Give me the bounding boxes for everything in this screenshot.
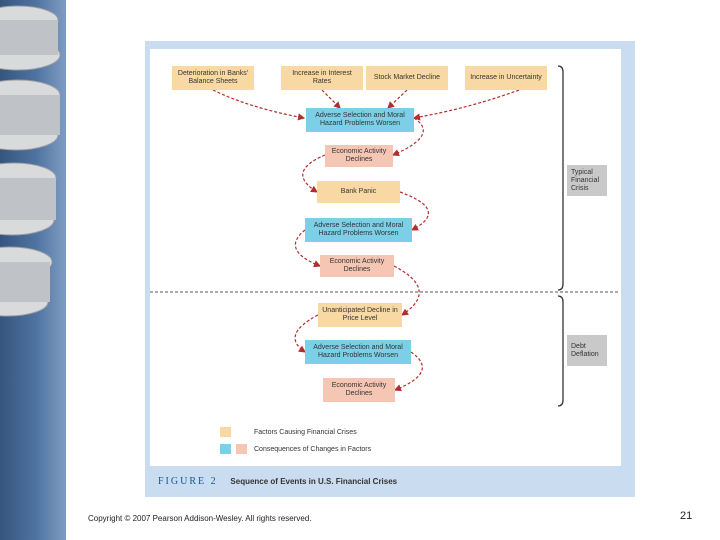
adverse-selection-box: Adverse Selection and Moral Hazard Probl… (305, 218, 412, 242)
arrow-adverse3-to-econ3 (393, 351, 423, 392)
coin-stack-image (0, 5, 61, 317)
factor-box: Increase in Uncertainty (465, 66, 547, 90)
arrow-factor2-to-adverse (321, 89, 341, 109)
factor-box: Increase in Interest Rates (281, 66, 363, 90)
copyright-text: Copyright © 2007 Pearson Addison-Wesley.… (88, 514, 312, 523)
arrow-factor1-to-adverse (212, 89, 306, 121)
adverse-selection-box: Adverse Selection and Moral Hazard Probl… (305, 340, 411, 364)
arrow-adverse1-to-econ1 (391, 117, 424, 156)
legend-consequences-label: Consequences of Changes in Factors (254, 446, 372, 453)
arrow-factor3-to-adverse (387, 89, 408, 109)
bank-panic-box: Bank Panic (317, 181, 400, 203)
economic-activity-box: Economic Activity Declines (325, 145, 393, 167)
arrow-unanticipated-to-adverse3 (294, 314, 319, 353)
arrow-factor4-to-adverse (412, 89, 520, 121)
factor-box: Stock Market Decline (366, 66, 448, 90)
legend-factors-label: Factors Causing Financial Crises (254, 429, 357, 436)
factor-box: Deterioration in Banks' Balance Sheets (172, 66, 254, 90)
bracket-debt (557, 295, 564, 407)
arrow-adverse2-to-econ2 (294, 229, 322, 268)
arrow-econ2-to-unanticipated (393, 265, 420, 316)
legend-swatch-blue (220, 444, 231, 454)
adverse-selection-box: Adverse Selection and Moral Hazard Probl… (306, 108, 414, 132)
figure-title: Sequence of Events in U.S. Financial Cri… (230, 477, 398, 486)
economic-activity-box: Economic Activity Declines (320, 255, 394, 277)
figure-number: FIGURE 2 (158, 476, 218, 487)
stage-debt-deflation: Debt Deflation (567, 335, 607, 366)
decorative-sidebar (0, 0, 66, 540)
legend-swatch-pink (236, 444, 247, 454)
economic-activity-box: Economic Activity Declines (323, 378, 395, 402)
stage-typical-crisis: Typical Financial Crisis (567, 165, 607, 196)
figure-caption: FIGURE 2 Sequence of Events in U.S. Fina… (158, 476, 397, 487)
page-number: 21 (680, 510, 693, 522)
arrow-econ1-to-panic (302, 154, 326, 193)
legend-swatch-factors (220, 427, 231, 437)
price-level-box: Unanticipated Decline in Price Level (318, 303, 402, 327)
bracket-typical (557, 65, 564, 291)
